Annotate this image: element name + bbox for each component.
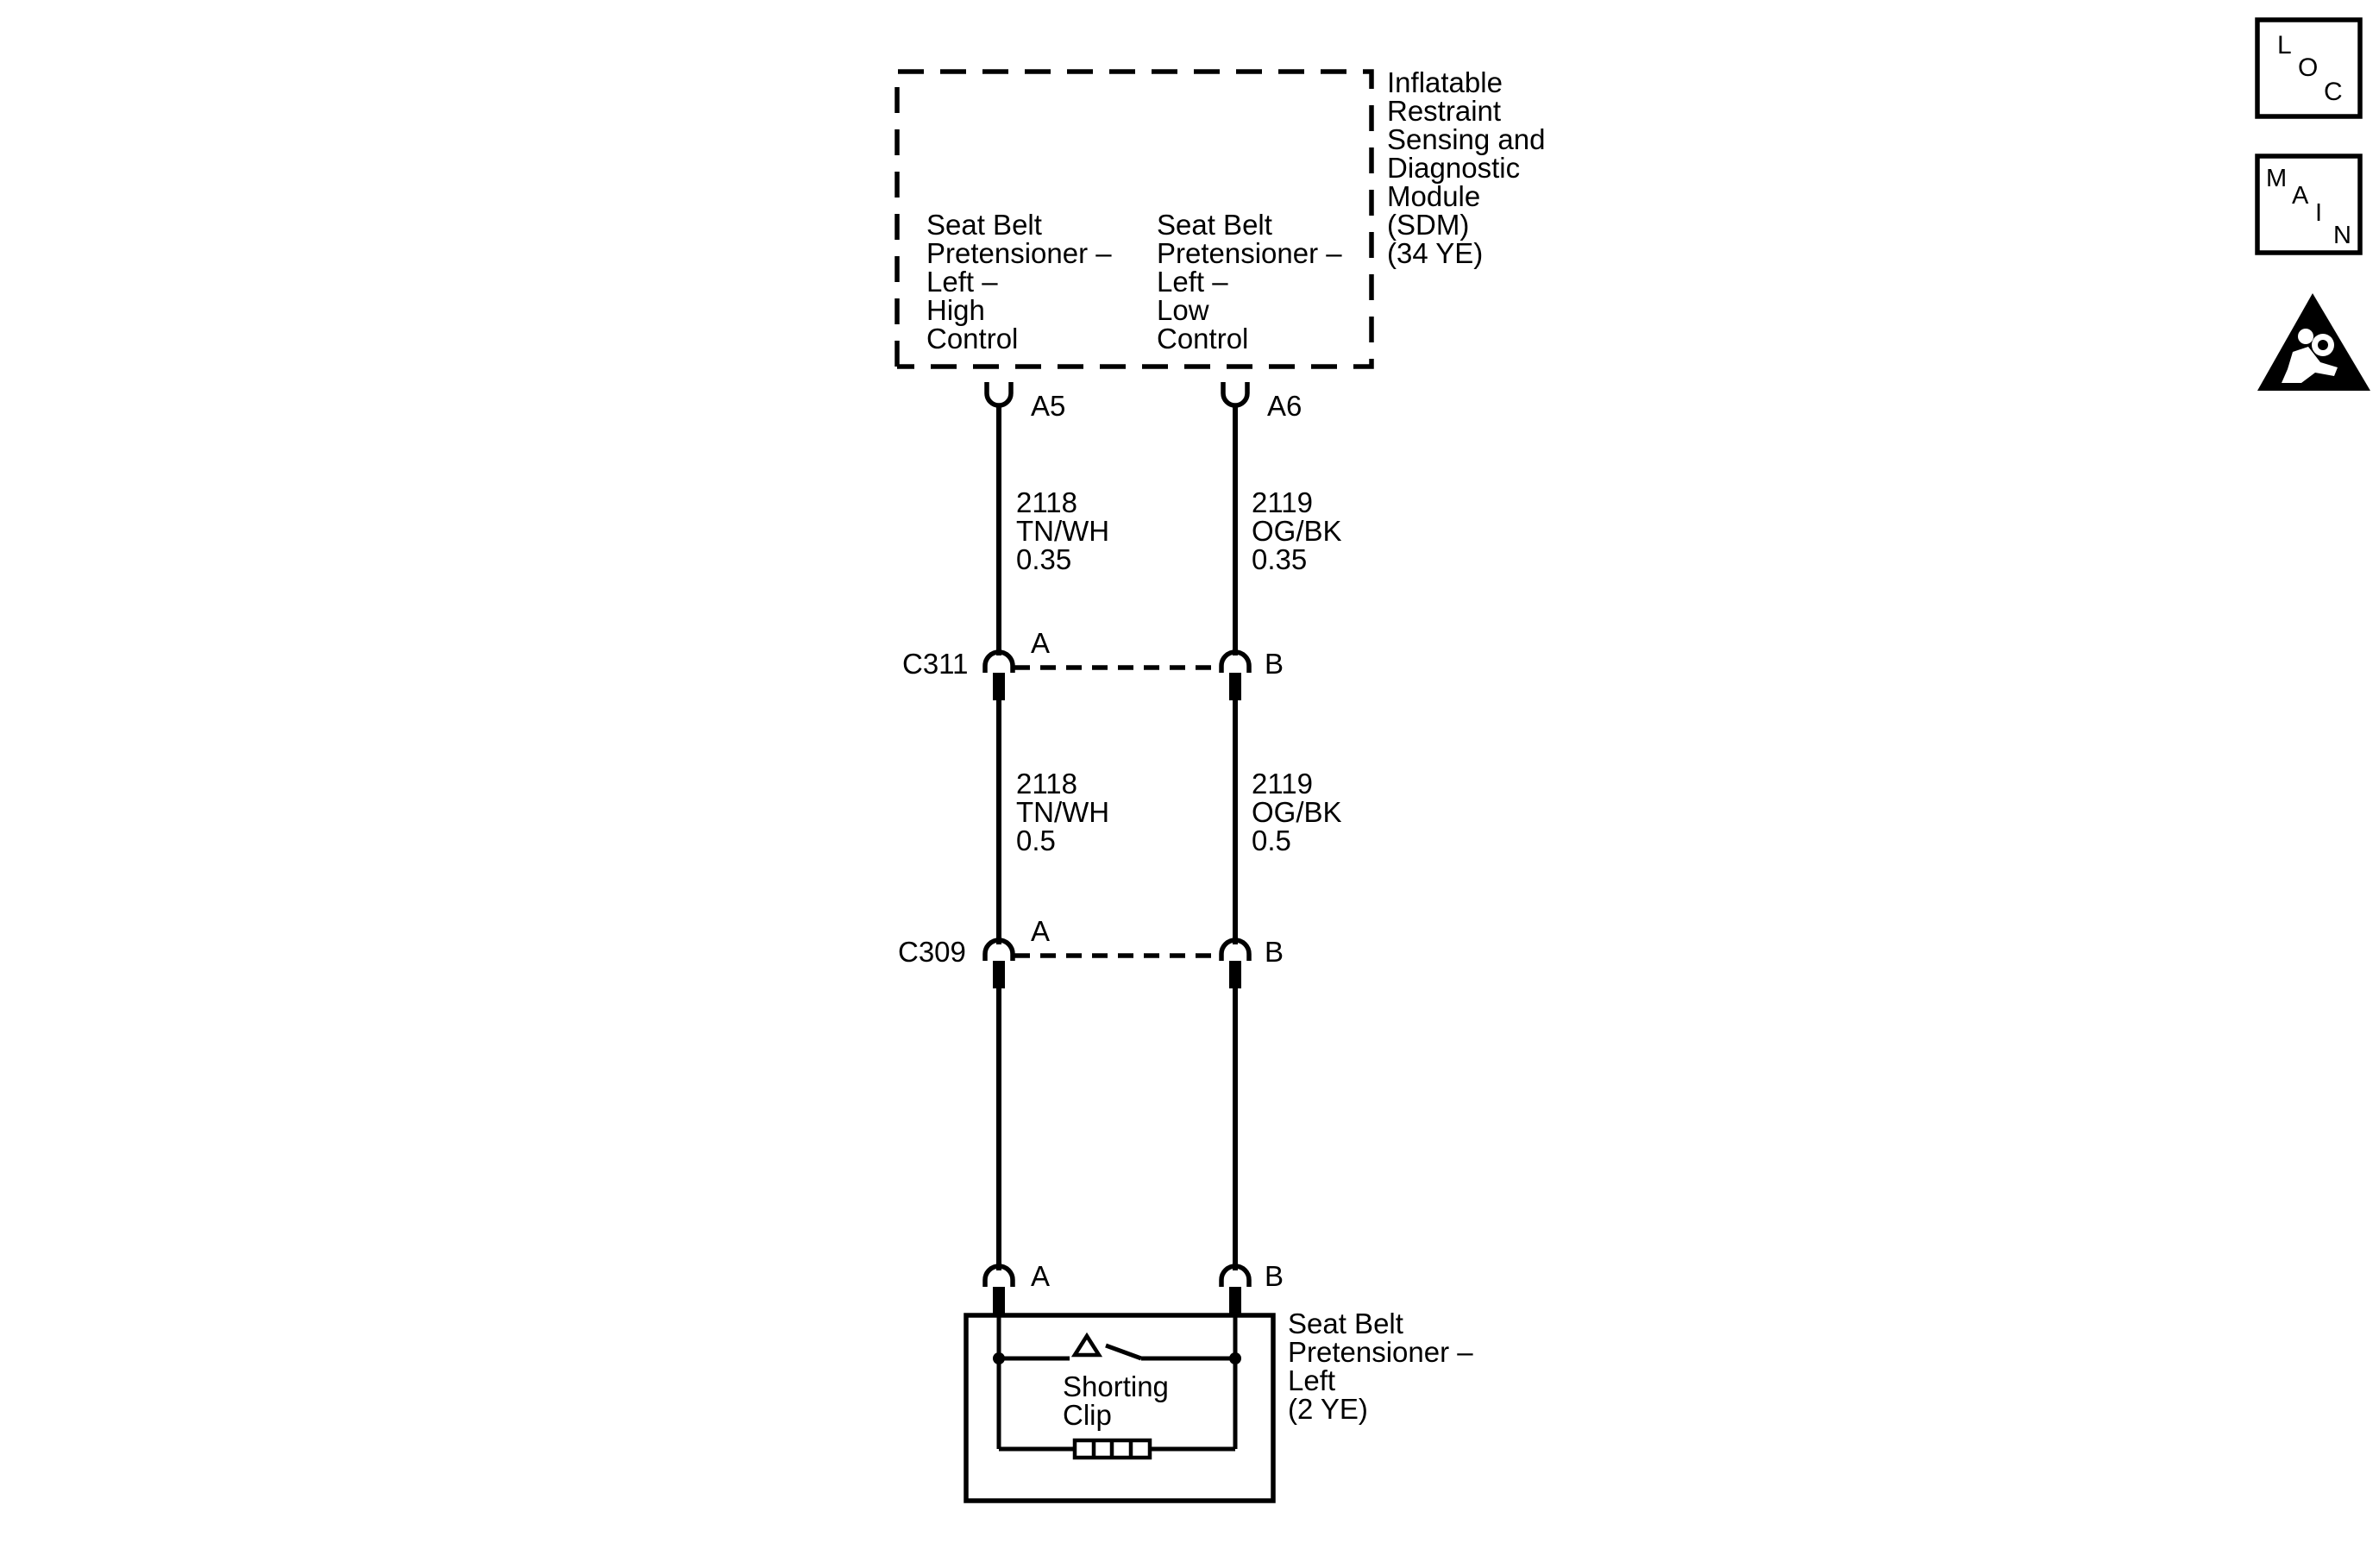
pretensioner-pin-right-label: B (1265, 1260, 1284, 1292)
wire-circuit: 2119 (1252, 768, 1313, 800)
high-control-line: Pretensioner – (926, 237, 1112, 269)
sdm-dashed-outline (894, 69, 1374, 369)
airbag-warning-icon[interactable] (2257, 293, 2370, 391)
clip-node-left (993, 1352, 1005, 1364)
shorting-clip-label: Shorting Clip (1063, 1370, 1177, 1431)
wire-color: OG/BK (1252, 796, 1342, 828)
c309-pin-left-label: A (1031, 915, 1050, 947)
connector-c309: C309 A B (898, 915, 1284, 988)
sdm-name-line: Restraint (1387, 95, 1501, 127)
sdm-name-line: Diagnostic (1387, 152, 1520, 184)
c311-pin-right-label: B (1265, 648, 1284, 680)
main-letter: M (2266, 165, 2287, 192)
sdm-pin-left-symbol (984, 382, 1014, 408)
sdm-pins (984, 382, 1250, 408)
pretensioner-name-line: Pretensioner – (1288, 1336, 1473, 1368)
wire-circuit: 2118 (1016, 768, 1077, 800)
connector-c311: C311 A B (902, 627, 1284, 700)
pretensioner-pin-left-symbol (982, 1264, 1015, 1287)
high-control-line: Left – (926, 266, 998, 298)
high-control-line: Seat Belt (926, 209, 1042, 241)
wire-color: TN/WH (1016, 796, 1109, 828)
sdm-name-line: Module (1387, 180, 1480, 212)
low-control-line: Left – (1157, 266, 1228, 298)
sdm-name-line: Inflatable (1387, 66, 1503, 98)
sdm-low-control-label: Seat Belt Pretensioner – Left – Low Cont… (1157, 209, 1350, 354)
c309-terminal-right (1229, 961, 1241, 988)
pretensioner-component: Shorting Clip Seat Belt Pretensioner – L… (964, 1308, 1481, 1503)
high-control-line: Control (926, 323, 1018, 354)
loc-letter: L (2277, 31, 2292, 60)
wire-gauge: 0.5 (1016, 825, 1056, 856)
sdm-pin-left-label: A5 (1031, 390, 1065, 422)
pretensioner-name-line: Left (1288, 1364, 1335, 1396)
sdm-high-control-label: Seat Belt Pretensioner – Left – High Con… (926, 209, 1120, 354)
wire-label-right-lower: 2119 OG/BK 0.5 (1252, 768, 1350, 856)
c309-pin-right-label: B (1265, 936, 1284, 968)
pretensioner-connector: A B (982, 1260, 1284, 1314)
wire-color: TN/WH (1016, 515, 1109, 547)
c311-pin-left-symbol (982, 649, 1015, 673)
c309-name: C309 (898, 936, 966, 968)
c311-terminal-left (993, 673, 1005, 700)
clip-label-line: Shorting (1063, 1370, 1169, 1402)
main-letter: I (2315, 199, 2322, 227)
wire-gauge: 0.5 (1252, 825, 1291, 856)
pretensioner-pin-left-label: A (1031, 1260, 1050, 1292)
wire-gauge: 0.35 (1252, 543, 1307, 575)
high-control-line: High (926, 294, 985, 326)
low-control-line: Pretensioner – (1157, 237, 1342, 269)
loc-button[interactable]: L O C (2255, 17, 2363, 119)
pretensioner-name-line: (2 YE) (1288, 1393, 1368, 1425)
c309-pin-right-symbol (1219, 938, 1252, 961)
clip-warning-triangle-icon (1070, 1332, 1103, 1358)
c311-name: C311 (902, 648, 968, 680)
sdm-module: Inflatable Restraint Sensing and Diagnos… (894, 66, 1554, 369)
loc-letter: O (2298, 53, 2318, 82)
pretensioner-name: Seat Belt Pretensioner – Left (2 YE) (1288, 1308, 1481, 1425)
main-letter: N (2333, 222, 2351, 249)
low-control-line: Low (1157, 294, 1209, 326)
pretensioner-pin-right-symbol (1219, 1264, 1252, 1287)
low-control-line: Seat Belt (1157, 209, 1272, 241)
clip-switch-blade (1105, 1343, 1142, 1361)
sdm-pin-right-label: A6 (1267, 390, 1302, 422)
c309-pin-left-symbol (982, 938, 1015, 961)
wire-circuit: 2119 (1252, 486, 1313, 518)
sdm-name-line: (SDM) (1387, 209, 1469, 241)
pretensioner-terminal-left (993, 1287, 1005, 1314)
pretensioner-box (964, 1313, 1276, 1503)
wire-color: OG/BK (1252, 515, 1342, 547)
clip-node-right (1229, 1352, 1241, 1364)
c311-terminal-right (1229, 673, 1241, 700)
sdm-pin-right-symbol (1221, 382, 1250, 408)
wires (996, 405, 1238, 1270)
wire-circuit: 2118 (1016, 486, 1077, 518)
c311-pin-right-symbol (1219, 649, 1252, 673)
pretensioner-terminal-right (1229, 1287, 1241, 1314)
pretensioner-name-line: Seat Belt (1288, 1308, 1403, 1339)
loc-letter: C (2324, 78, 2343, 106)
main-button[interactable]: M A I N (2255, 154, 2363, 255)
clip-label-line: Clip (1063, 1399, 1112, 1431)
c311-pin-left-label: A (1031, 627, 1050, 659)
low-control-line: Control (1157, 323, 1248, 354)
c309-terminal-left (993, 961, 1005, 988)
main-letter: A (2292, 182, 2309, 210)
sdm-name: Inflatable Restraint Sensing and Diagnos… (1387, 66, 1554, 269)
wire-label-right-upper: 2119 OG/BK 0.35 (1252, 486, 1350, 575)
sdm-name-line: (34 YE) (1387, 237, 1483, 269)
sdm-name-line: Sensing and (1387, 123, 1545, 155)
wire-label-left-upper: 2118 TN/WH 0.35 (1016, 486, 1117, 575)
wire-label-left-lower: 2118 TN/WH 0.5 (1016, 768, 1117, 856)
squib-element-icon (1072, 1438, 1152, 1460)
wire-gauge: 0.35 (1016, 543, 1071, 575)
